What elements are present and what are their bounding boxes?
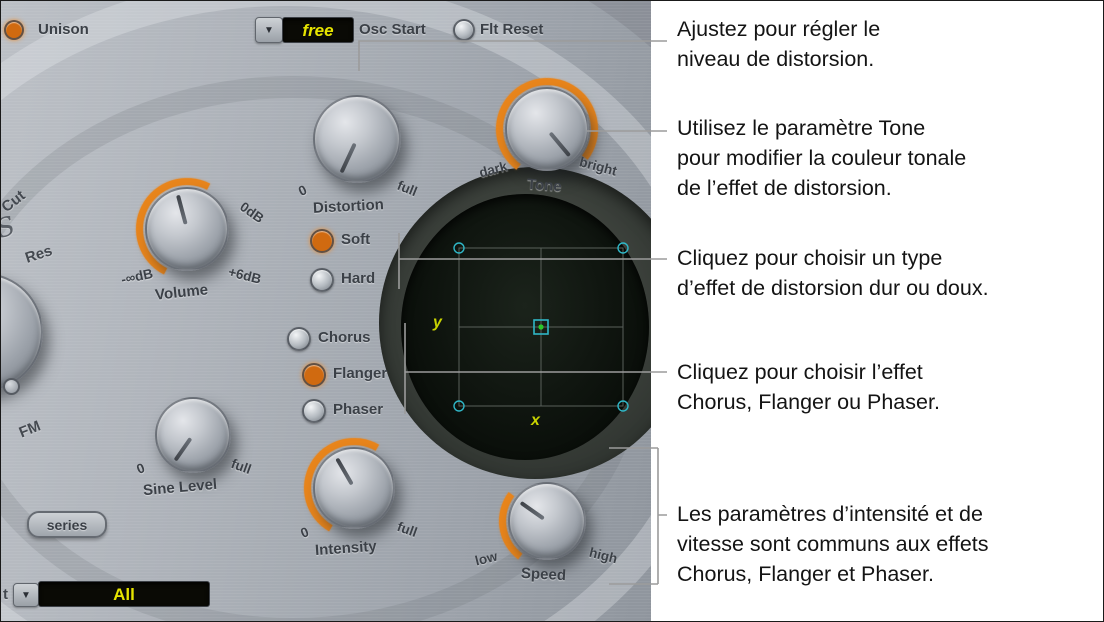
xy-pad[interactable]: y x [401, 194, 649, 460]
xy-center-dot [538, 324, 544, 330]
unison-label[interactable]: Unison [38, 21, 89, 38]
annotation-line: pour modifier la couleur tonale [677, 146, 967, 170]
volume-knob[interactable] [122, 164, 252, 294]
flanger-radio-label[interactable]: Flanger [333, 365, 388, 382]
chorus-radio[interactable] [287, 327, 311, 351]
knob-body [505, 87, 589, 171]
knob-pointer-icon [301, 435, 408, 542]
osc-start-label: Osc Start [359, 21, 426, 38]
volume-max-label: +6dB [226, 264, 263, 287]
xy-x-axis-label: x [531, 412, 540, 429]
res-label: Res [23, 242, 55, 267]
tone-knob[interactable] [489, 71, 605, 187]
osc-start-dropdown-button[interactable]: ▼ [255, 17, 283, 43]
distortion-knob[interactable] [313, 95, 401, 183]
flanger-radio[interactable] [302, 363, 326, 387]
dropdown-arrow-icon: ▼ [264, 24, 274, 36]
knob-body [1, 273, 43, 391]
synth-panel: Cut S Res FM t Unison ▼ free Osc Start F… [1, 1, 651, 621]
knob-body [313, 95, 401, 183]
intensity-min-label: 0 [298, 524, 311, 541]
annotation-line: Utilisez le paramètre Tone [677, 116, 926, 140]
intensity-max-label: full [395, 519, 420, 541]
speed-min-label: low [473, 548, 499, 569]
annotation-intensity-speed: Les paramètres d’intensité et de vitesse… [677, 499, 1101, 589]
bottom-dropdown-button[interactable]: ▼ [13, 583, 39, 607]
intensity-knob[interactable] [292, 426, 416, 550]
annotation-line: Chorus, Flanger ou Phaser. [677, 390, 940, 414]
distortion-knob-label: Distortion [312, 196, 385, 217]
cropped-filter-knob[interactable] [1, 273, 43, 391]
volume-knob-label: Volume [154, 281, 209, 304]
annotation-soft-hard: Cliquez pour choisir un type d’effet de … [677, 243, 1101, 303]
volume-min-label: -∞dB [119, 265, 155, 288]
sine-level-min-label: 0 [134, 460, 147, 477]
speed-knob-label: Speed [520, 564, 567, 585]
osc-start-value-display[interactable]: free [282, 17, 354, 43]
hard-radio-label[interactable]: Hard [341, 270, 376, 287]
annotation-line: d’effet de distorsion dur ou doux. [677, 276, 989, 300]
hard-radio[interactable] [310, 268, 334, 292]
phaser-radio-label[interactable]: Phaser [333, 401, 384, 418]
soft-radio[interactable] [310, 229, 334, 253]
series-button[interactable]: series [27, 511, 107, 538]
knob-body [508, 482, 586, 560]
sine-level-max-label: full [229, 456, 254, 478]
flt-reset-label[interactable]: Flt Reset [480, 21, 544, 38]
sine-level-knob-label: Sine Level [142, 475, 218, 500]
flt-reset-button[interactable] [453, 19, 475, 41]
annotation-line: niveau de distorsion. [677, 47, 875, 71]
annotation-line: Cliquez pour choisir l’effet [677, 360, 923, 384]
bottom-dropdown-value-display[interactable]: All [38, 581, 210, 607]
knob-body [145, 187, 229, 271]
logo-s-glyph: S [1, 210, 20, 246]
annotation-line: Cliquez pour choisir un type [677, 246, 943, 270]
volume-mid-label: 0dB [237, 199, 267, 227]
annotation-line: de l’effet de distorsion. [677, 176, 892, 200]
annotation-distortion: Ajustez pour régler le niveau de distors… [677, 14, 1101, 74]
xy-y-axis-label: y [433, 314, 442, 331]
distortion-min-label: 0 [296, 182, 310, 199]
annotation-line: Chorus, Flanger et Phaser. [677, 562, 934, 586]
annotation-line: vitesse sont communs aux effets [677, 532, 989, 556]
intensity-knob-label: Intensity [314, 537, 378, 560]
knob-body [155, 397, 231, 473]
screw-icon [3, 378, 20, 395]
knob-pointer-icon [495, 469, 598, 572]
fm-label: FM [16, 417, 44, 442]
annotation-tone: Utilisez le paramètre Tone pour modifier… [677, 113, 1101, 203]
phaser-radio[interactable] [302, 399, 326, 423]
unison-led[interactable] [4, 20, 24, 40]
dropdown-arrow-icon: ▼ [21, 589, 31, 601]
chorus-radio-label[interactable]: Chorus [318, 329, 371, 346]
knob-pointer-icon [301, 83, 413, 195]
sine-level-knob[interactable] [155, 397, 231, 473]
knob-body [313, 447, 395, 529]
speed-knob[interactable] [492, 466, 602, 576]
annotation-modulation: Cliquez pour choisir l’effet Chorus, Fla… [677, 357, 1101, 417]
annotation-line: Les paramètres d’intensité et de [677, 502, 983, 526]
speed-max-label: high [587, 544, 619, 567]
soft-radio-label[interactable]: Soft [341, 231, 371, 248]
knob-pointer-icon [143, 385, 243, 485]
annotation-line: Ajustez pour régler le [677, 17, 881, 41]
cropped-bottom-label: t [3, 586, 8, 603]
tone-knob-label: Tone [526, 175, 563, 196]
